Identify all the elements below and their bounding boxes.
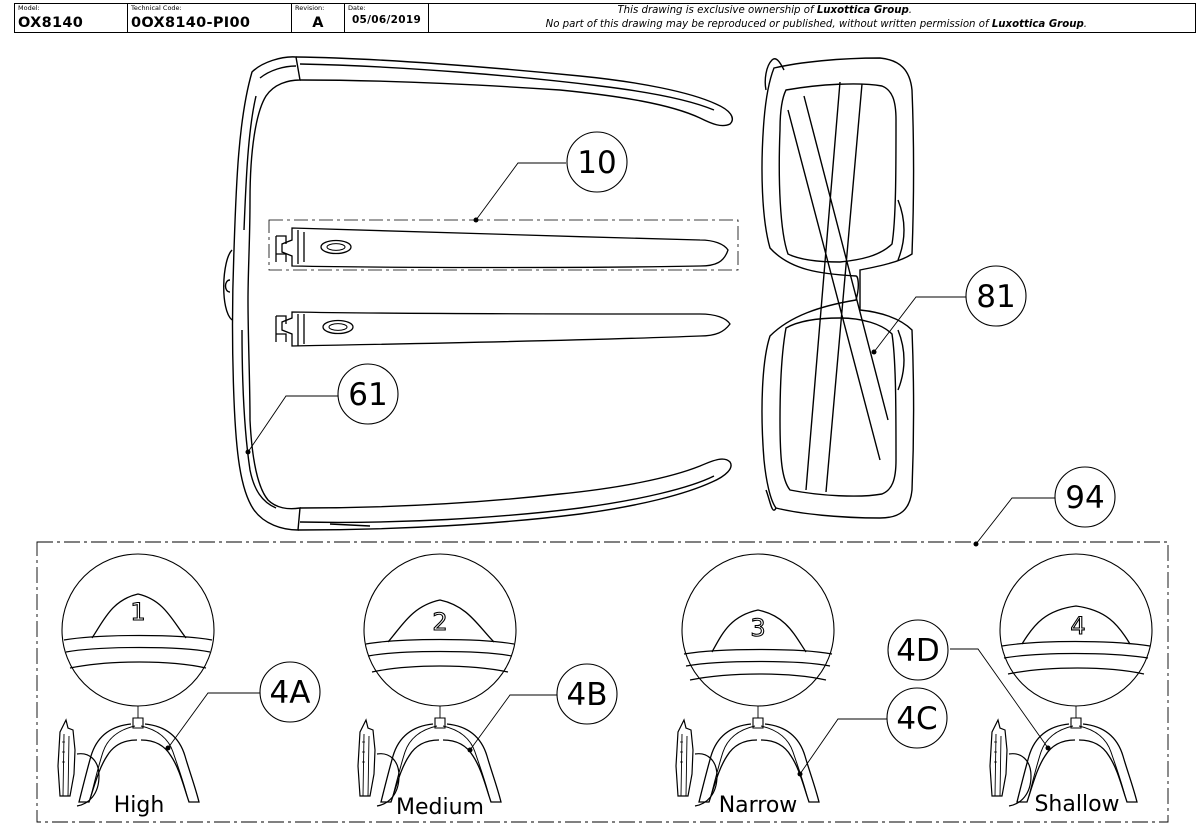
- date-value: 05/06/2019: [351, 14, 422, 26]
- model-label: Model:: [18, 4, 40, 12]
- nosepad-narrow: 3 4C Narrow: [675, 553, 948, 818]
- date-label: Date:: [348, 4, 366, 12]
- temples-view: [268, 219, 739, 347]
- frame-front-view: [761, 57, 915, 519]
- ownership-notice-line-1: This drawing is exclusive ownership of L…: [617, 5, 912, 16]
- callout-61-text: 61: [348, 377, 387, 413]
- callout-94-text: 94: [1065, 480, 1104, 516]
- nosepad-narrow-number: 3: [750, 614, 765, 642]
- nosepad-high-label: High: [114, 793, 165, 818]
- callout-81-text: 81: [976, 279, 1015, 315]
- nosepad-medium-label: Medium: [396, 795, 484, 820]
- nosepad-high-detail-circle: [61, 553, 215, 707]
- date-cell: Date: 05/06/2019: [345, 4, 429, 32]
- callout-10-text: 10: [577, 145, 616, 181]
- nosepad-shallow: 4 4D Shallow: [887, 553, 1153, 817]
- ownership-notice-cell: This drawing is exclusive ownership of L…: [429, 4, 1195, 32]
- revision-cell: Revision: A: [292, 4, 345, 32]
- nosepad-medium: 2 4B Medium: [357, 553, 618, 820]
- nosepad-medium-number: 2: [432, 608, 447, 636]
- callout-4d-text: 4D: [896, 633, 940, 669]
- callout-10-balloon: [566, 131, 628, 193]
- callout-4d-balloon: [887, 619, 949, 681]
- callout-94: 94: [973, 466, 1116, 547]
- ownership-notice-line-2: No part of this drawing may be reproduce…: [545, 19, 1087, 30]
- temples-group-frame: [268, 219, 739, 271]
- nosepad-kit-frame: [36, 541, 1169, 823]
- callout-61-balloon: [337, 363, 399, 425]
- callout-61: 61: [245, 363, 399, 455]
- callout-4b-text: 4B: [567, 677, 608, 713]
- callout-4c-balloon: [886, 687, 948, 749]
- callout-94-balloon: [1054, 466, 1116, 528]
- callout-81: 81: [871, 265, 1027, 355]
- nosepad-shallow-number: 4: [1070, 612, 1085, 640]
- revision-label: Revision:: [295, 4, 325, 12]
- model-cell: Model: OX8140: [15, 4, 128, 32]
- callout-4b-balloon: [556, 663, 618, 725]
- callout-10: 10: [473, 131, 628, 223]
- technical-code-cell: Technical Code: 0OX8140-PI00: [128, 4, 292, 32]
- nosepad-narrow-label: Narrow: [719, 793, 798, 818]
- nosepad-high: 1 4A High: [57, 553, 321, 818]
- nosepad-high-number: 1: [130, 598, 145, 626]
- model-value: OX8140: [18, 15, 84, 31]
- technical-code-value: 0OX8140-PI00: [131, 15, 251, 31]
- callout-4c-text: 4C: [896, 701, 937, 737]
- title-block: Model: OX8140 Technical Code: 0OX8140-PI…: [14, 3, 1196, 33]
- callout-81-balloon: [965, 265, 1027, 327]
- revision-value: A: [312, 15, 324, 31]
- nosepad-shallow-label: Shallow: [1034, 792, 1119, 817]
- technical-code-label: Technical Code:: [131, 4, 182, 12]
- callout-4a-balloon: [259, 661, 321, 723]
- frame-top-view: [223, 56, 734, 531]
- callout-4a-text: 4A: [270, 675, 311, 711]
